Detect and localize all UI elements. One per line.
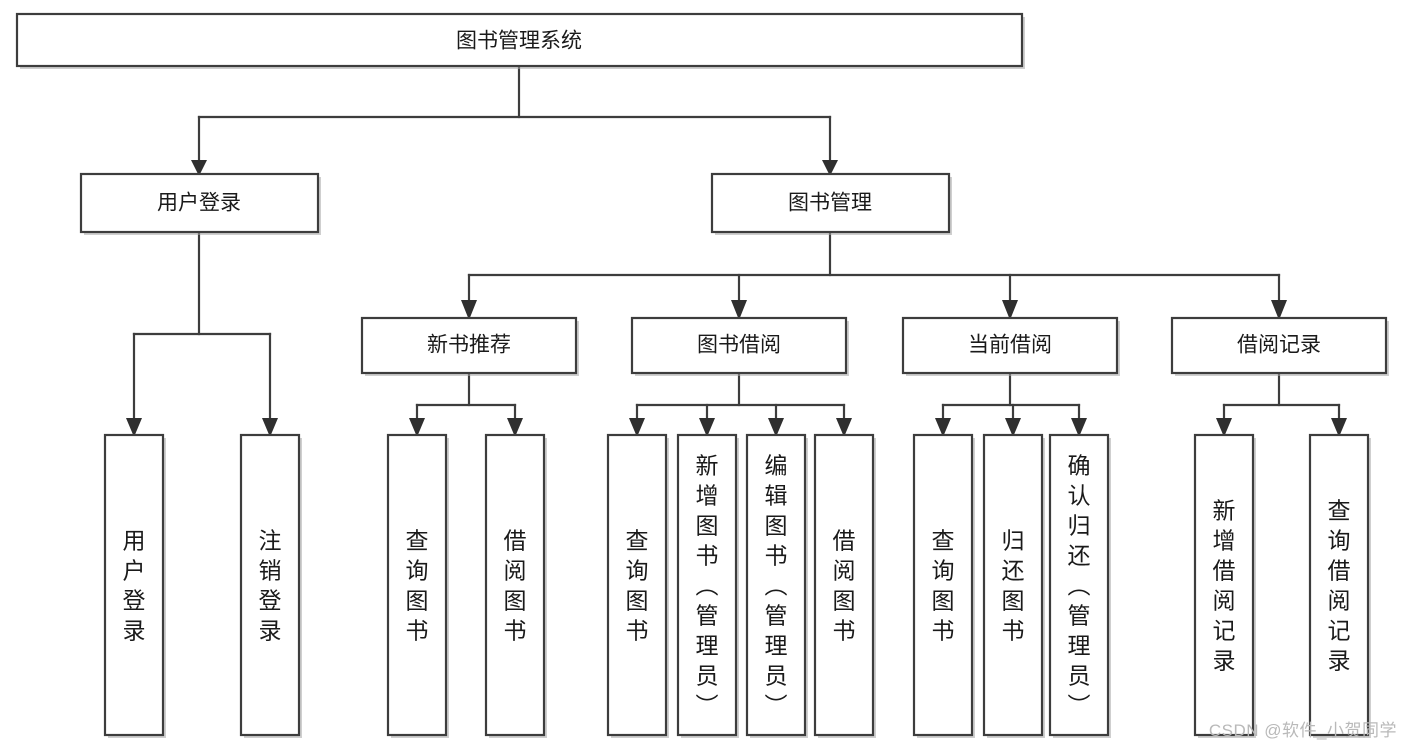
node-leaf-edit-book[interactable]: 编辑图书︵管理员︶ [745,433,808,738]
node-new-book-rec[interactable]: 新书推荐 [360,316,579,376]
arrowhead-leaf-query-record [1331,418,1347,437]
node-leaf-user-login[interactable]: 用户登录 [103,433,166,738]
node-leaf-borrow-book-2-label: 借阅图书 [833,527,856,643]
node-leaf-confirm-return[interactable]: 确认归还︵管理员︶ [1048,433,1111,738]
node-new-book-rec-label: 新书推荐 [427,334,511,357]
node-leaf-user-login-label: 用户登录 [123,527,146,643]
node-current-borrow-label: 当前借阅 [968,334,1052,357]
node-borrow-record-label: 借阅记录 [1237,334,1321,357]
node-leaf-user-logout[interactable]: 注销登录 [239,433,302,738]
node-leaf-query-book-2[interactable]: 查询图书 [606,433,669,738]
node-current-borrow-box[interactable] [901,316,1119,375]
node-leaf-query-book-2-box[interactable] [606,433,668,737]
node-leaf-query-record[interactable]: 查询借阅记录 [1308,433,1371,738]
node-book-manage[interactable]: 图书管理 [710,172,952,235]
node-new-book-rec-box[interactable] [360,316,578,375]
node-leaf-query-book-3-box[interactable] [912,433,974,737]
arrowhead-leaf-add-book [699,418,715,437]
arrowhead-leaf-confirm-return [1071,418,1087,437]
node-leaf-query-record-box[interactable] [1308,433,1370,737]
arrowhead-leaf-query-book-1 [409,418,425,437]
arrowhead-book-borrow [731,300,747,320]
arrowhead-user-login [191,160,207,176]
arrowhead-new-book-rec [461,300,477,320]
arrowhead-leaf-add-record [1216,418,1232,437]
node-leaf-confirm-return-box[interactable] [1048,433,1110,737]
node-leaf-add-record[interactable]: 新增借阅记录 [1193,433,1256,738]
node-leaf-add-record-box[interactable] [1193,433,1255,737]
arrowhead-book-manage [822,160,838,176]
node-leaf-query-book-3[interactable]: 查询图书 [912,433,975,738]
node-book-borrow-box[interactable] [630,316,848,375]
node-leaf-borrow-book-1-label: 借阅图书 [504,527,527,643]
arrowhead-leaf-query-book-2 [629,418,645,437]
arrowhead-leaf-return-book [1005,418,1021,437]
node-current-borrow[interactable]: 当前借阅 [901,316,1120,376]
node-leaf-return-book-label: 归还图书 [1002,527,1025,643]
connector-layer [126,64,1347,437]
node-root[interactable]: 图书管理系统 [15,12,1025,69]
node-leaf-query-book-2-label: 查询图书 [626,527,649,643]
node-leaf-query-book-1[interactable]: 查询图书 [386,433,449,738]
node-leaf-add-book-box[interactable] [676,433,738,737]
arrowhead-borrow-record [1271,300,1287,320]
arrowhead-leaf-query-book-3 [935,418,951,437]
node-book-manage-box[interactable] [710,172,951,234]
arrowhead-leaf-borrow-book-1 [507,418,523,437]
node-leaf-borrow-book-1[interactable]: 借阅图书 [484,433,547,738]
node-leaf-query-book-1-box[interactable] [386,433,448,737]
node-book-borrow-label: 图书借阅 [697,334,781,357]
arrowhead-leaf-borrow-book-2 [836,418,852,437]
node-root-box[interactable] [15,12,1024,68]
node-user-login-box[interactable] [79,172,320,234]
arrowhead-leaf-edit-book [768,418,784,437]
node-leaf-user-login-box[interactable] [103,433,165,737]
node-leaf-confirm-return-label: 确认归还︵管理员︶ [1068,452,1091,718]
node-leaf-return-book[interactable]: 归还图书 [982,433,1045,738]
node-leaf-borrow-book-2[interactable]: 借阅图书 [813,433,876,738]
node-user-login[interactable]: 用户登录 [79,172,321,235]
node-leaf-add-book-label: 新增图书︵管理员︶ [696,452,719,718]
arrowhead-current-borrow [1002,300,1018,320]
node-leaf-user-logout-box[interactable] [239,433,301,737]
node-leaf-query-book-1-label: 查询图书 [406,527,429,643]
node-leaf-add-book[interactable]: 新增图书︵管理员︶ [676,433,739,738]
node-leaf-edit-book-label: 编辑图书︵管理员︶ [765,452,788,718]
node-root-label: 图书管理系统 [456,30,582,53]
node-leaf-borrow-book-2-box[interactable] [813,433,875,737]
node-leaf-query-book-3-label: 查询图书 [932,527,955,643]
leaf-node-layer: 用户登录 注销登录 查询图书 借阅图书 查询图书 新增图书︵管理员︶ 编辑图书︵管理员︶ 借阅… [103,433,1371,738]
node-leaf-add-record-label: 新增借阅记录 [1213,497,1236,673]
arrowhead-leaf-user-logout [262,418,278,437]
node-borrow-record-box[interactable] [1170,316,1388,375]
node-leaf-return-book-box[interactable] [982,433,1044,737]
watermark-text: CSDN @软件_小贺同学 [1208,721,1397,740]
node-leaf-user-logout-label: 注销登录 [259,527,282,643]
arrowhead-leaf-user-login [126,418,142,437]
node-leaf-query-record-label: 查询借阅记录 [1328,497,1351,673]
node-book-borrow[interactable]: 图书借阅 [630,316,849,376]
node-leaf-borrow-book-1-box[interactable] [484,433,546,737]
node-leaf-edit-book-box[interactable] [745,433,807,737]
node-book-manage-label: 图书管理 [788,192,872,215]
node-user-login-label: 用户登录 [157,192,241,215]
node-borrow-record[interactable]: 借阅记录 [1170,316,1389,376]
